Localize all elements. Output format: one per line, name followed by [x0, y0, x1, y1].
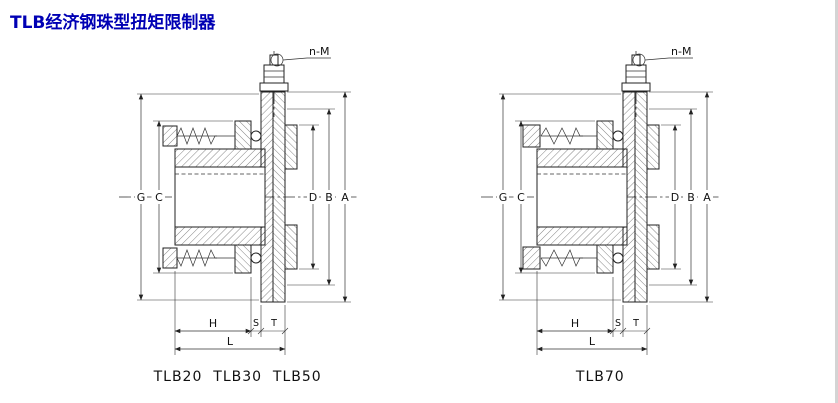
drawings-row: n-M G C [0, 37, 838, 385]
steel-ball-icon [250, 130, 262, 142]
steel-ball-icon [612, 130, 624, 142]
dim-label-a: A [704, 191, 712, 204]
bolt-callout: n-M [632, 45, 694, 67]
dim-label-d: D [671, 191, 679, 204]
dim-label-t: T [632, 318, 639, 329]
dim-label-c: C [155, 191, 163, 204]
dim-label-h: H [209, 317, 217, 330]
steel-ball-icon [612, 252, 624, 264]
drawing-caption: TLB70 [575, 369, 625, 385]
dim-label-c: C [517, 191, 525, 204]
dim-label-l: L [227, 335, 234, 348]
dim-label-s: S [253, 318, 259, 329]
dim-label-h: H [571, 317, 579, 330]
dim-label-b: B [688, 191, 696, 204]
page-edge [835, 0, 838, 403]
dim-label-t: T [270, 318, 277, 329]
dim-label-l: L [589, 335, 596, 348]
drawing-caption: TLB20 TLB30 TLB50 [153, 369, 322, 385]
dimensions: G C D [134, 91, 351, 355]
dim-label-g: G [499, 191, 508, 204]
page-title: TLB经济钢珠型扭矩限制器 [10, 13, 216, 33]
cross-section-drawing: n-M G C [118, 45, 357, 355]
steel-ball-icon [250, 252, 262, 264]
bolt-spec-label: n-M [309, 45, 329, 58]
dim-label-d: D [308, 191, 316, 204]
bolt-callout: n-M [270, 45, 331, 67]
cross-section-drawing: n-M G C [481, 45, 720, 355]
dim-label-b: B [325, 191, 333, 204]
drawing-tlb20-tlb30-tlb50: n-M G C [113, 37, 363, 385]
drawing-tlb70: n-M G C [475, 37, 725, 385]
dimensions: G C D [497, 91, 714, 355]
body-geometry [481, 51, 720, 303]
dim-label-a: A [341, 191, 349, 204]
dim-label-s: S [615, 318, 621, 329]
bolt-spec-label: n-M [671, 45, 691, 58]
dim-label-g: G [136, 191, 145, 204]
body-geometry [118, 51, 357, 303]
